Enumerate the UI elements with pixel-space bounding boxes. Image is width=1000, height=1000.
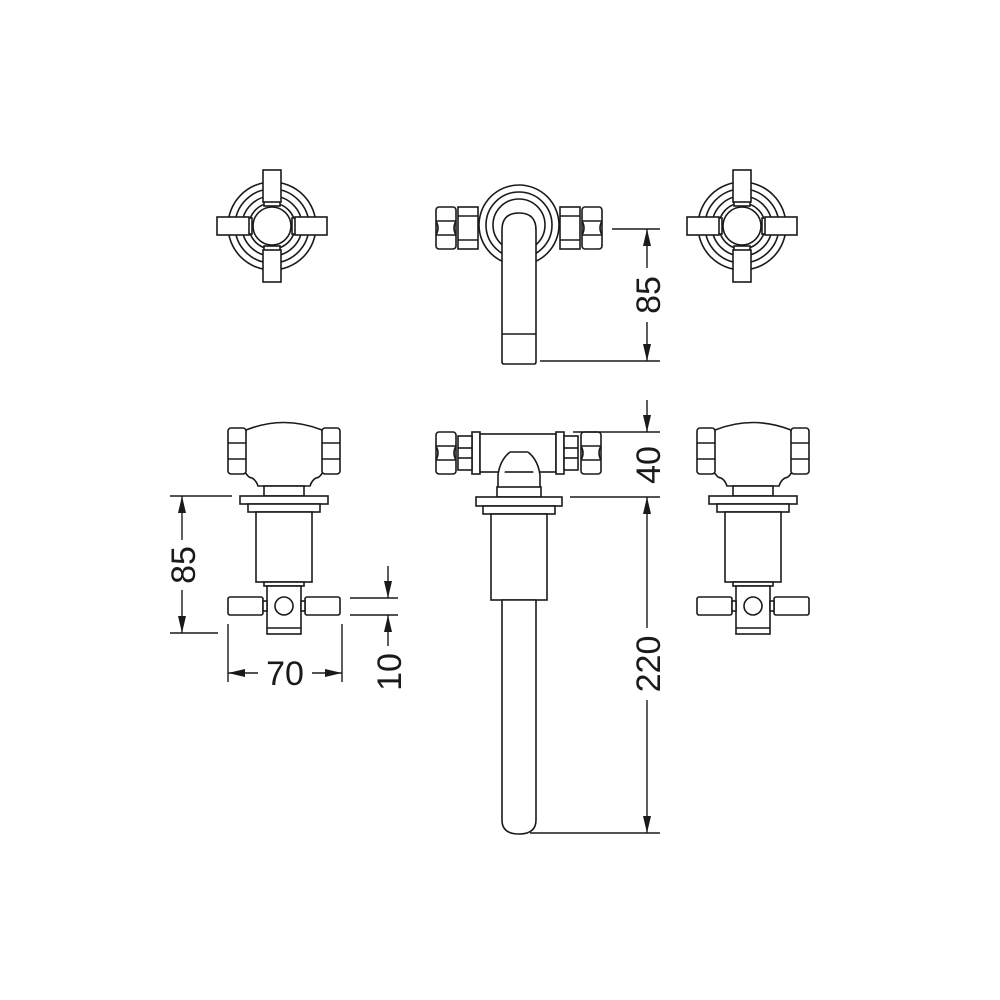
- dimension-handle-width: 70: [227, 624, 343, 693]
- right-handle-top-view: [686, 169, 798, 283]
- dimension-label: 70: [266, 655, 304, 693]
- dimension-spout-body: 40: [570, 400, 668, 498]
- dimension-handle-thickness: 10: [350, 566, 409, 691]
- dimension-label: 85: [165, 546, 203, 584]
- dimension-label: 40: [630, 446, 668, 484]
- dimension-spout-length: 220: [530, 497, 668, 834]
- dimension-label: 85: [630, 276, 668, 314]
- dimension-label: 220: [630, 636, 668, 693]
- spout-front-view: [435, 431, 602, 835]
- left-handle-top-view: [216, 169, 328, 283]
- dimension-label: 10: [371, 653, 409, 691]
- dimension-valve-height: 85: [165, 495, 232, 634]
- dimension-spout-projection: 85: [540, 228, 668, 362]
- right-valve-front-view: [696, 421, 810, 635]
- left-valve-front-view: [227, 421, 341, 635]
- spout-top-view: [435, 184, 603, 365]
